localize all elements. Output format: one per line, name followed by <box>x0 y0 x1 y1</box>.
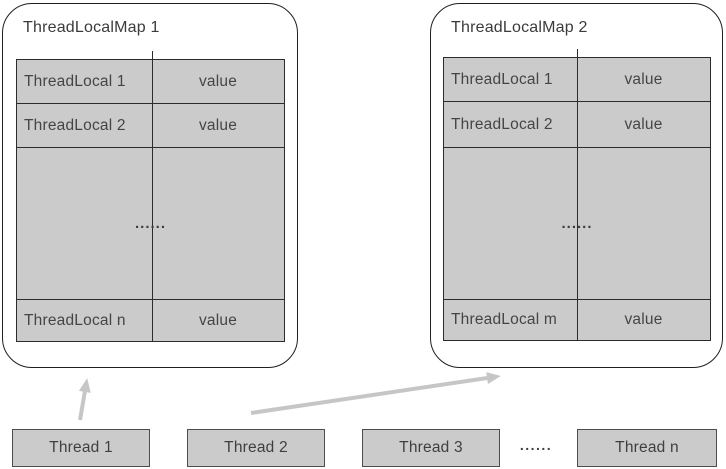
threadlocal-key-cell: ThreadLocal 1 <box>24 72 126 90</box>
thread-1-box: Thread 1 <box>12 429 150 467</box>
table-ellipsis-row: ...... <box>17 148 284 300</box>
threadlocal-key-cell: ThreadLocal 1 <box>451 70 553 88</box>
value-cell: value <box>624 311 663 328</box>
threadlocal-key-cell: ThreadLocal n <box>24 311 126 329</box>
table-row: ThreadLocal 2 value <box>17 104 284 148</box>
arrow-thread2-to-map2 <box>250 372 501 415</box>
value-cell: value <box>198 311 238 329</box>
threadlocal-key-cell: ThreadLocal 2 <box>451 115 553 133</box>
threadlocalmap-2-table: ThreadLocal 1 value ThreadLocal 2 value … <box>443 49 711 341</box>
threadlocalmap-1-table: ThreadLocal 1 value ThreadLocal 2 value … <box>16 51 285 342</box>
threadlocalmap-2-panel: ThreadLocalMap 2 ThreadLocal 1 value Thr… <box>430 3 723 368</box>
threads-ellipsis: ...... <box>519 437 553 453</box>
thread-n-box: Thread n <box>577 429 717 467</box>
table-row: ThreadLocal 2 value <box>444 102 710 148</box>
thread-2-box: Thread 2 <box>187 429 325 467</box>
column-divider <box>152 51 154 341</box>
value-cell: value <box>624 115 663 133</box>
value-cell: value <box>198 116 238 134</box>
table-row: ThreadLocal 1 value <box>444 58 710 102</box>
threadlocalmap-1-panel: ThreadLocalMap 1 ThreadLocal 1 value Thr… <box>2 3 298 368</box>
threadlocalmap-2-title: ThreadLocalMap 2 <box>451 19 588 36</box>
threadlocal-key-cell: ThreadLocal m <box>451 311 557 328</box>
table-row: ThreadLocal 1 value <box>17 60 284 104</box>
table-row: ThreadLocal n value <box>17 300 284 341</box>
value-cell: value <box>624 70 663 88</box>
column-divider <box>577 49 579 340</box>
table-row: ThreadLocal m value <box>444 300 710 340</box>
threadlocal-key-cell: ThreadLocal 2 <box>24 116 126 134</box>
value-cell: value <box>198 72 238 90</box>
thread-3-box: Thread 3 <box>362 429 500 467</box>
table-ellipsis-row: ...... <box>444 148 710 300</box>
threadlocalmap-1-title: ThreadLocalMap 1 <box>23 19 160 36</box>
arrow-thread1-to-map1 <box>78 378 91 421</box>
